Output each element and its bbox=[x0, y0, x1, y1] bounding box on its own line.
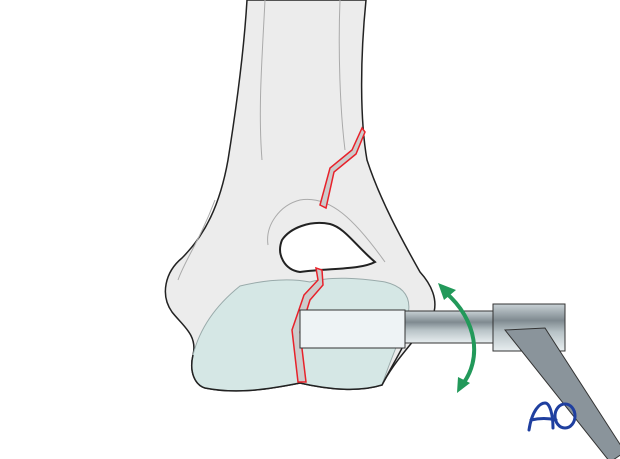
olecranon-fossa bbox=[279, 222, 377, 274]
fracture-line bbox=[291, 126, 366, 383]
rotation-arrow bbox=[438, 283, 477, 393]
reduction-instrument bbox=[299, 303, 620, 459]
ao-logo bbox=[527, 401, 577, 432]
